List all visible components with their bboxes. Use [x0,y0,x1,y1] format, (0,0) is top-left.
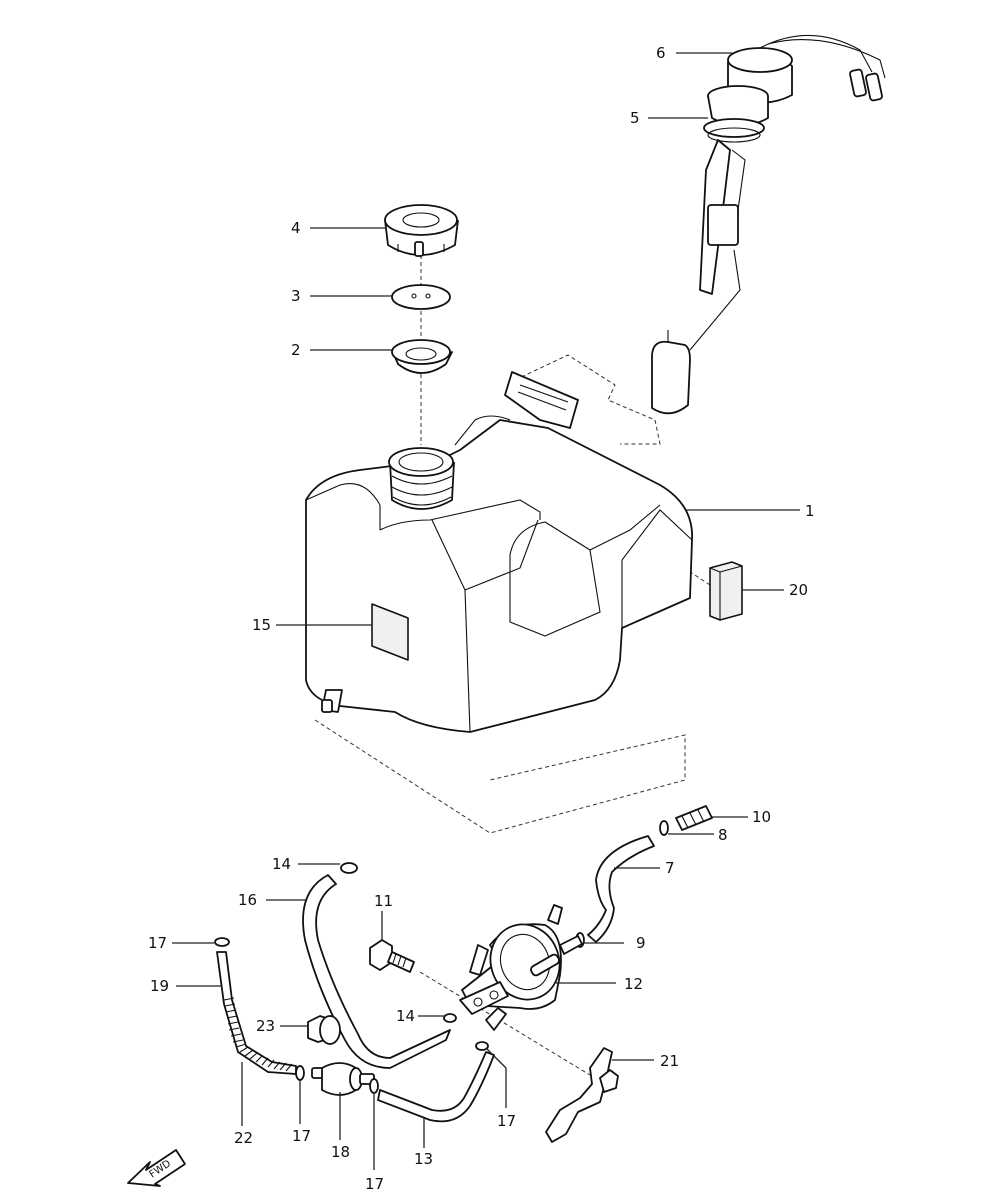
callout-18: 18 [331,1143,350,1161]
callout-16: 16 [238,891,257,909]
leader-lines [172,52,800,1170]
callout-21: 21 [660,1052,679,1070]
callout-11: 11 [374,892,393,910]
fuel-tank [305,371,693,733]
callout-9: 9 [636,934,646,952]
tank-label-plate [371,603,409,661]
callout-17-left: 17 [292,1127,311,1145]
callout-labels: 6 5 4 3 2 1 20 15 10 8 7 9 12 21 14 16 1… [148,44,815,1193]
callout-12: 12 [624,975,643,993]
vacuum-hose [587,835,655,943]
callout-14-lower: 14 [396,1007,415,1025]
callout-1: 1 [805,502,815,520]
callout-14-upper: 14 [272,855,291,873]
mounting-bolt [369,939,415,973]
fuel-filter [311,1062,375,1096]
hose-clip-17-right [475,1041,489,1051]
callout-5: 5 [630,109,640,127]
cap-gasket [391,284,451,310]
callout-7: 7 [665,859,675,877]
fuel-level-sender [651,85,769,415]
fuel-hose-19 [216,951,297,1075]
hose-clip-14-lower [443,1013,457,1023]
foam-pad [709,561,743,621]
callout-17-lower: 17 [365,1175,384,1193]
callout-10: 10 [752,808,771,826]
callout-22: 22 [234,1129,253,1147]
hose-clip-17-upper [214,937,230,947]
callout-6: 6 [656,44,666,62]
callout-15: 15 [252,616,271,634]
callout-17-upper: 17 [148,934,167,952]
callout-17-right: 17 [497,1112,516,1130]
fuel-strainer [391,339,453,374]
hose-clip-17-lower [369,1078,379,1094]
hose-spring-22 [223,997,293,1072]
callout-20: 20 [789,581,808,599]
callout-2: 2 [291,341,301,359]
callout-3: 3 [291,287,301,305]
fuel-tank-cap [384,204,459,257]
fuel-pump [459,904,583,1031]
callout-4: 4 [291,219,301,237]
callout-19: 19 [150,977,169,995]
hose-clip-8 [659,820,669,836]
callout-23: 23 [256,1017,275,1035]
hose-clip-17-left [295,1065,305,1081]
callout-8: 8 [718,826,728,844]
fuel-hose-13 [377,1051,495,1123]
fuel-hose-16 [302,874,451,1069]
pump-bracket [545,1047,619,1143]
protective-sleeve [675,805,713,831]
hose-clip-14-upper [340,862,358,874]
forward-direction-arrow: FWD [127,1149,186,1187]
callout-13: 13 [414,1150,433,1168]
filter-clamp [307,1015,341,1045]
